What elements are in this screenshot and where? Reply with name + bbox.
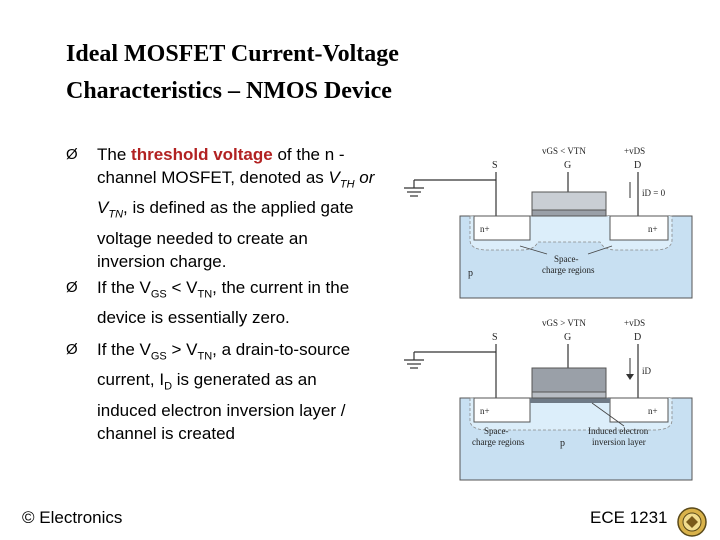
bullet-cutoff: Ø If the VGS < VTN, the current in the d… — [66, 276, 376, 329]
arrow-bullet-icon: Ø — [66, 341, 78, 358]
induced-electron-label: Induced electron — [588, 426, 649, 436]
bullet-threshold-voltage: Ø The threshold voltage of the n -channe… — [66, 143, 376, 273]
drain-label: D — [634, 332, 641, 343]
drain-current-label: iD — [642, 366, 652, 376]
gate-label: G — [564, 332, 571, 343]
source-label: S — [492, 332, 498, 343]
n-plus-right-label: n+ — [648, 224, 658, 234]
bullet-conduction: Ø If the VGS > VTN, a drain-to-source cu… — [66, 338, 376, 445]
inversion-layer — [530, 398, 610, 403]
nmos-cutoff-diagram: vGS < VTN +vDS S G D iD = 0 n+ n+ p Spac… — [404, 146, 693, 299]
gate-electrode — [531, 367, 607, 393]
inversion-layer-label: inversion layer — [592, 437, 646, 447]
footer-copyright: © Electronics — [22, 508, 123, 527]
source-n-plus-region — [473, 397, 531, 423]
arrow-bullet-icon: Ø — [66, 279, 78, 296]
vds-label: +vDS — [624, 146, 645, 156]
drain-current-label: iD = 0 — [642, 188, 666, 198]
space-label: Space- — [554, 254, 579, 264]
gate-oxide — [531, 209, 607, 217]
title-line-1: Ideal MOSFET Current-Voltage — [66, 41, 399, 67]
mosfet-cross-section-figure: vGS < VTN +vDS S G D iD = 0 n+ n+ p Spac… — [404, 146, 693, 481]
bullet-text: If the VGS > VTN, a drain-to-source curr… — [97, 340, 351, 443]
source-label: S — [492, 160, 498, 171]
university-seal-icon — [677, 507, 707, 537]
drain-label: D — [634, 160, 641, 171]
gate-oxide — [531, 391, 607, 399]
drain-n-plus-region — [609, 397, 669, 423]
n-plus-left-label: n+ — [480, 406, 490, 416]
gate-electrode — [531, 191, 607, 211]
title-line-2: Characteristics – NMOS Device — [66, 78, 392, 104]
nmos-inversion-diagram: vGS > VTN +vDS S G D iD n+ n+ Space- cha… — [404, 318, 693, 481]
ground-icon — [404, 187, 424, 197]
highlight-term: threshold voltage — [131, 145, 273, 164]
n-plus-left-label: n+ — [480, 224, 490, 234]
arrow-head-icon — [626, 374, 634, 380]
gate-label: G — [564, 160, 571, 171]
vds-label: +vDS — [624, 318, 645, 328]
bullet-text: The threshold voltage of the n -channel … — [97, 145, 375, 271]
ground-icon — [404, 359, 424, 369]
slide-title: Ideal MOSFET Current-Voltage Characteris… — [66, 36, 486, 110]
footer-course: ECE 1231 — [590, 508, 668, 527]
charge-regions-label: charge regions — [542, 265, 595, 275]
arrow-bullet-icon: Ø — [66, 146, 78, 163]
space-label: Space- — [484, 426, 509, 436]
bullet-text: If the VGS < VTN, the current in the dev… — [97, 278, 350, 328]
n-plus-right-label: n+ — [648, 406, 658, 416]
charge-regions-label: charge regions — [472, 437, 525, 447]
drain-n-plus-region — [609, 215, 669, 241]
condition-label: vGS < VTN — [542, 146, 586, 156]
p-type-label: p — [560, 438, 565, 449]
source-n-plus-region — [473, 215, 531, 241]
condition-label: vGS > VTN — [542, 318, 586, 328]
p-type-label: p — [468, 268, 473, 279]
